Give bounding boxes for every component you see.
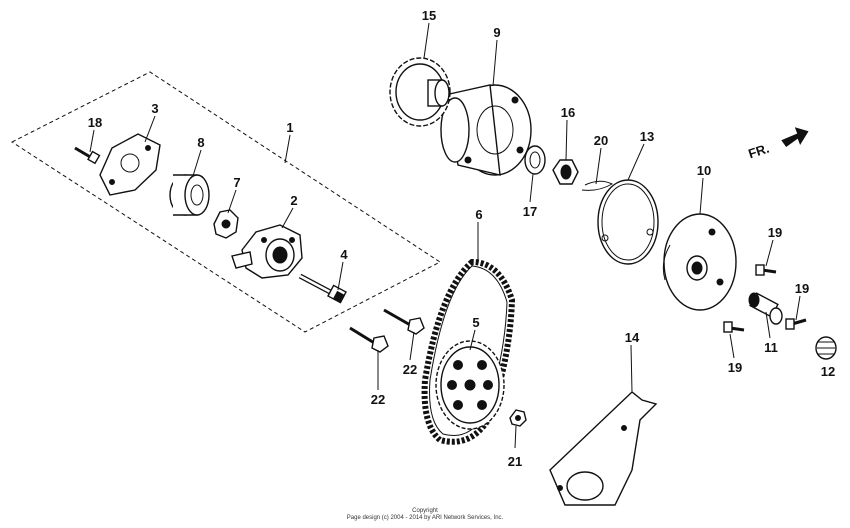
pump-assembly-box xyxy=(10,71,441,333)
callout-2: 2 xyxy=(290,193,297,208)
part-20-cotter-pin[interactable] xyxy=(581,180,614,191)
part-16-nut[interactable] xyxy=(552,159,579,185)
part-19-bolt-b[interactable] xyxy=(785,318,807,330)
part-12-plug[interactable] xyxy=(815,336,837,360)
callout-5: 5 xyxy=(472,315,479,330)
page-design-line: Page design (c) 2004 - 2014 by ARI Netwo… xyxy=(346,515,504,521)
callout-11: 11 xyxy=(764,340,778,355)
callout-16: 16 xyxy=(561,105,575,120)
part-10-cover[interactable] xyxy=(662,213,737,311)
callout-4: 4 xyxy=(340,247,348,262)
callout-6: 6 xyxy=(475,207,482,222)
part-9-housing[interactable] xyxy=(440,84,532,176)
part-13-gasket[interactable] xyxy=(597,179,659,265)
callout-13: 13 xyxy=(640,129,654,144)
callout-7: 7 xyxy=(233,175,240,190)
callout-19-c: 19 xyxy=(728,360,742,375)
callouts: 1 2 3 4 5 6 7 8 9 10 11 12 13 14 15 16 1… xyxy=(88,8,835,469)
callout-19-b: 19 xyxy=(795,281,809,296)
part-6-drive-chain[interactable] xyxy=(421,258,516,445)
part-8-outer-rotor[interactable] xyxy=(169,174,210,216)
part-19-bolt-c[interactable] xyxy=(723,321,745,333)
front-direction-indicator: FR. xyxy=(746,127,809,162)
callout-3: 3 xyxy=(151,101,158,116)
part-4-shaft[interactable] xyxy=(298,273,347,304)
copyright-line: Copyright xyxy=(412,508,438,514)
callout-15: 15 xyxy=(422,8,436,23)
part-11-relief-valve[interactable] xyxy=(748,292,783,325)
part-7-inner-rotor[interactable] xyxy=(213,209,239,239)
callout-22-b: 22 xyxy=(403,362,417,377)
callout-1: 1 xyxy=(286,120,293,135)
part-2-pump-body[interactable] xyxy=(231,224,303,279)
part-18-screw[interactable] xyxy=(74,146,101,165)
part-15-drive-gear[interactable] xyxy=(389,57,451,127)
leader-lines xyxy=(89,22,801,449)
callout-10: 10 xyxy=(697,163,711,178)
callout-18: 18 xyxy=(88,115,102,130)
part-22-bolt-a[interactable] xyxy=(383,308,425,335)
callout-19-a: 19 xyxy=(768,225,782,240)
callout-8: 8 xyxy=(197,135,204,150)
callout-20: 20 xyxy=(594,133,608,148)
part-19-bolt-a[interactable] xyxy=(755,264,777,276)
part-3-pump-cover[interactable] xyxy=(99,133,161,196)
callout-14: 14 xyxy=(625,330,640,345)
callout-22-a: 22 xyxy=(371,392,385,407)
part-21-nut[interactable] xyxy=(509,409,527,427)
copyright-footer: Copyright Page design (c) 2004 - 2014 by… xyxy=(0,508,850,522)
callout-17: 17 xyxy=(523,204,537,219)
callout-9: 9 xyxy=(493,25,500,40)
direction-label: FR. xyxy=(746,141,771,162)
callout-12: 12 xyxy=(821,364,835,379)
part-17-washer[interactable] xyxy=(524,145,546,175)
part-5-sprocket[interactable] xyxy=(435,340,505,430)
part-22-bolt-b[interactable] xyxy=(349,326,389,353)
part-14-guide-plate[interactable] xyxy=(549,391,658,506)
callout-21: 21 xyxy=(508,454,522,469)
